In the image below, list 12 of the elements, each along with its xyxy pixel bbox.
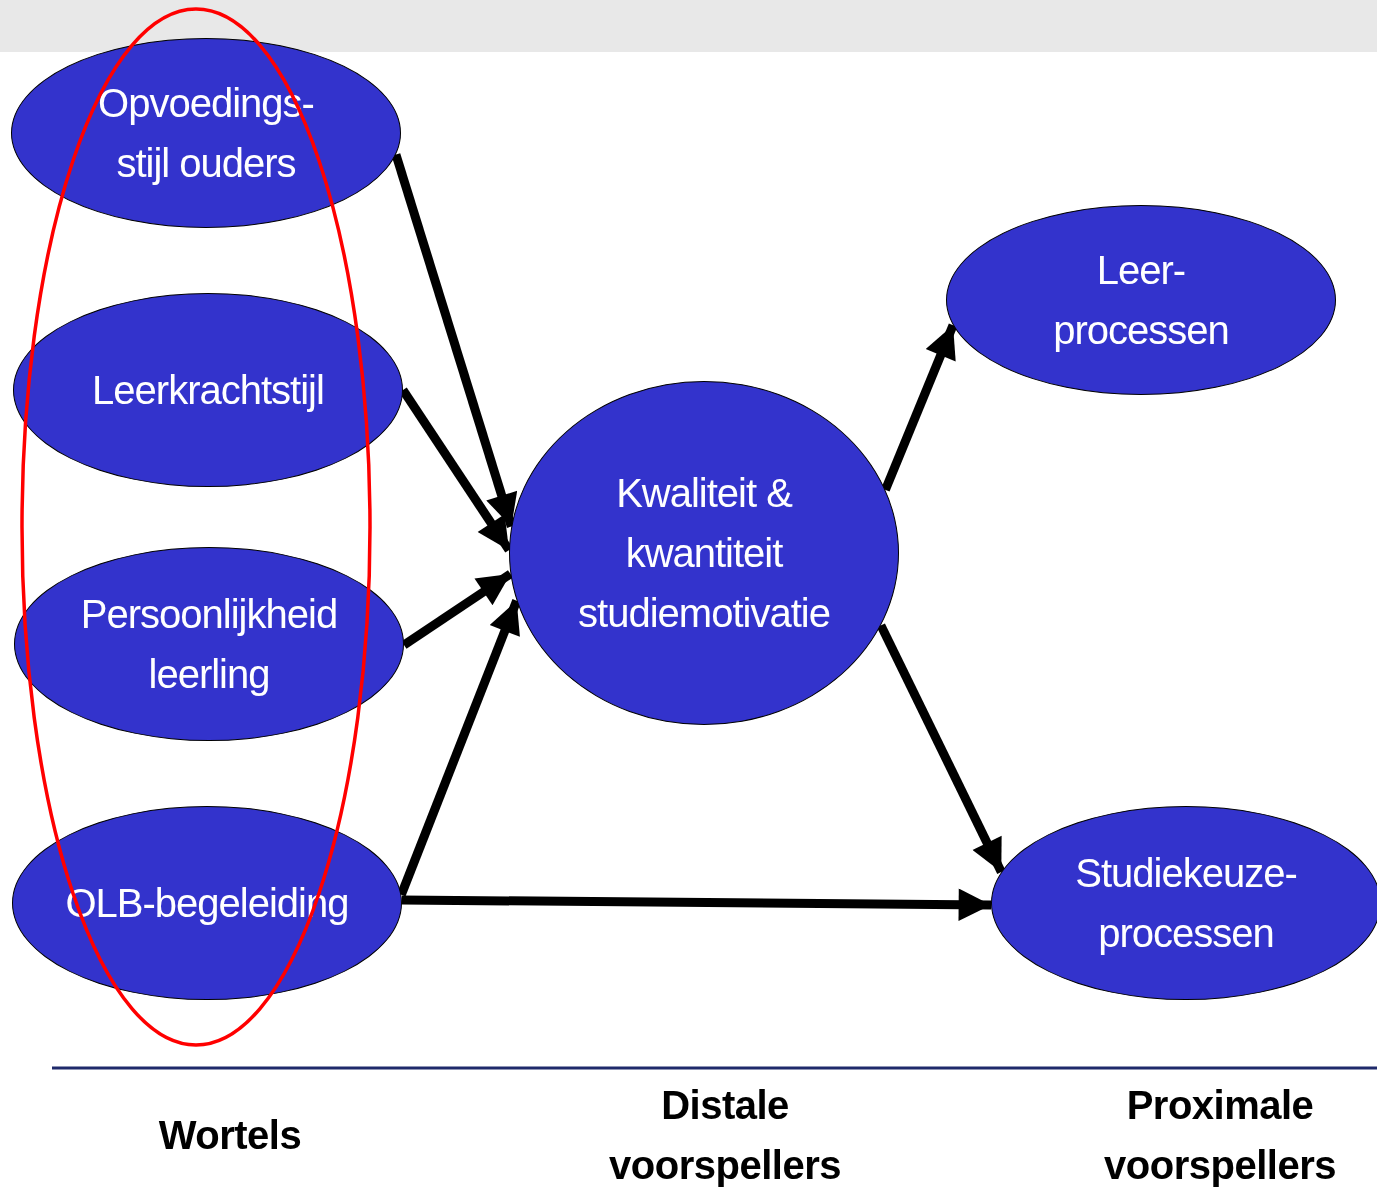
- column-label: Wortels: [157, 1112, 303, 1159]
- node-label: Persoonlijkheid leerling: [79, 591, 339, 698]
- column-label: Proximale voorspellers: [1103, 1082, 1337, 1189]
- node-label: Kwaliteit & kwantiteit studiemotivatie: [577, 470, 831, 637]
- column-label: Distale voorspellers: [608, 1082, 842, 1189]
- arrow: [391, 153, 518, 528]
- arrow: [881, 323, 958, 492]
- arrow: [876, 623, 1006, 874]
- node-label: Studiekeuze- processen: [1074, 850, 1298, 957]
- node-label: Leer- processen: [1052, 247, 1230, 354]
- node-label: Leerkrachtstijl: [91, 367, 325, 414]
- arrow: [401, 888, 992, 921]
